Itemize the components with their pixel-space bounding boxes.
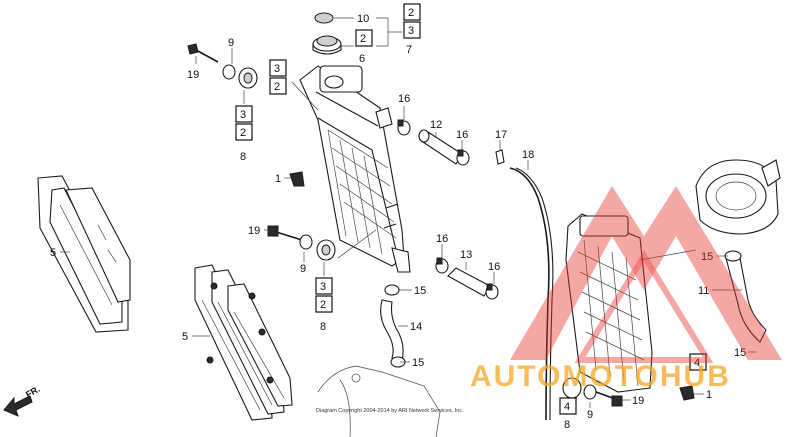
box-ref-2: 2 — [408, 7, 414, 19]
callout-9: 9 — [587, 409, 593, 421]
boxed-references: 2 3 2 3 2 3 2 3 2 3 4 4 4 — [235, 3, 707, 415]
box-ref-2: 3 — [240, 109, 246, 121]
callout-16: 16 — [488, 261, 500, 273]
callout-19: 19 — [187, 69, 199, 81]
callout-16: 16 — [398, 93, 410, 105]
logo-triangle-icon — [510, 186, 782, 360]
callout-labels: 10 6 7 9 19 8 16 12 16 17 18 1 5 5 19 9 … — [50, 13, 746, 431]
cylinder-head — [695, 159, 781, 235]
callout-5: 5 — [50, 247, 56, 259]
clamp-b — [456, 149, 470, 166]
washer-upper — [222, 64, 236, 80]
box-ref-3: 2 — [274, 81, 280, 93]
callout-17: 17 — [495, 129, 507, 141]
box-ref-3: 2 — [320, 299, 326, 311]
radiator-shroud-upper — [37, 175, 131, 333]
watermark-text: AUTOMOTOHUB — [470, 360, 731, 393]
callout-19: 19 — [248, 225, 260, 237]
grommet-lower — [316, 239, 336, 261]
clamp-d — [485, 283, 499, 300]
callout-6: 6 — [359, 53, 365, 65]
cap-seal — [314, 12, 334, 24]
leader-lines — [60, 17, 756, 408]
diagram-copyright: Diagram Copyright 2004-2014 by ARI Netwo… — [316, 408, 464, 414]
box-ref-3: 3 — [408, 25, 414, 37]
callout-5: 5 — [182, 331, 188, 343]
callout-12: 12 — [430, 119, 442, 131]
callout-15: 15 — [412, 357, 424, 369]
callout-15: 15 — [734, 347, 746, 359]
breather-fitting — [495, 149, 505, 165]
bolt-upper — [187, 43, 219, 63]
arrow-left-icon — [3, 395, 33, 417]
callout-7: 7 — [406, 44, 412, 56]
engine-case — [317, 365, 441, 437]
box-ref-4: 4 — [694, 357, 700, 369]
washer-lower — [299, 234, 313, 250]
callout-19: 19 — [632, 395, 644, 407]
callout-9: 9 — [300, 263, 306, 275]
box-ref-2: 2 — [360, 33, 366, 45]
callout-16: 16 — [456, 129, 468, 141]
box-ref-4: 4 — [564, 401, 570, 413]
callout-8: 8 — [564, 419, 570, 431]
callout-15: 15 — [701, 251, 713, 263]
clamp-c — [435, 257, 449, 274]
overflow-tube — [509, 167, 554, 421]
callout-9: 9 — [228, 37, 234, 49]
clamp-a — [397, 119, 411, 136]
callout-1: 1 — [275, 173, 281, 185]
callout-8: 8 — [320, 321, 326, 333]
callout-13: 13 — [460, 249, 472, 261]
callout-16: 16 — [436, 233, 448, 245]
front-label: FR. — [24, 384, 42, 400]
callout-18: 18 — [522, 149, 534, 161]
box-ref-3: 2 — [240, 127, 246, 139]
watermark-logo — [510, 186, 782, 363]
radiator-cap — [312, 35, 342, 55]
callout-11: 11 — [698, 285, 709, 297]
grommet-upper — [238, 67, 258, 89]
callout-1: 1 — [706, 389, 712, 401]
hose-lower — [447, 267, 491, 297]
callout-14: 14 — [410, 321, 422, 333]
radiator-shroud-lower — [194, 264, 293, 421]
callout-10: 10 — [357, 13, 369, 25]
box-ref-2: 3 — [320, 281, 326, 293]
callout-15: 15 — [414, 285, 426, 297]
water-hose — [380, 284, 406, 368]
bolt-lower — [267, 225, 303, 241]
callout-8: 8 — [240, 151, 246, 163]
radiator-left — [299, 65, 411, 273]
bolt-right — [595, 391, 623, 407]
box-ref-2: 3 — [274, 63, 280, 75]
hose-upper — [418, 129, 463, 165]
bracket-left — [289, 171, 305, 187]
radiator-right — [565, 213, 653, 393]
front-direction-indicator: FR. — [3, 384, 42, 417]
bracket-right — [679, 385, 695, 401]
